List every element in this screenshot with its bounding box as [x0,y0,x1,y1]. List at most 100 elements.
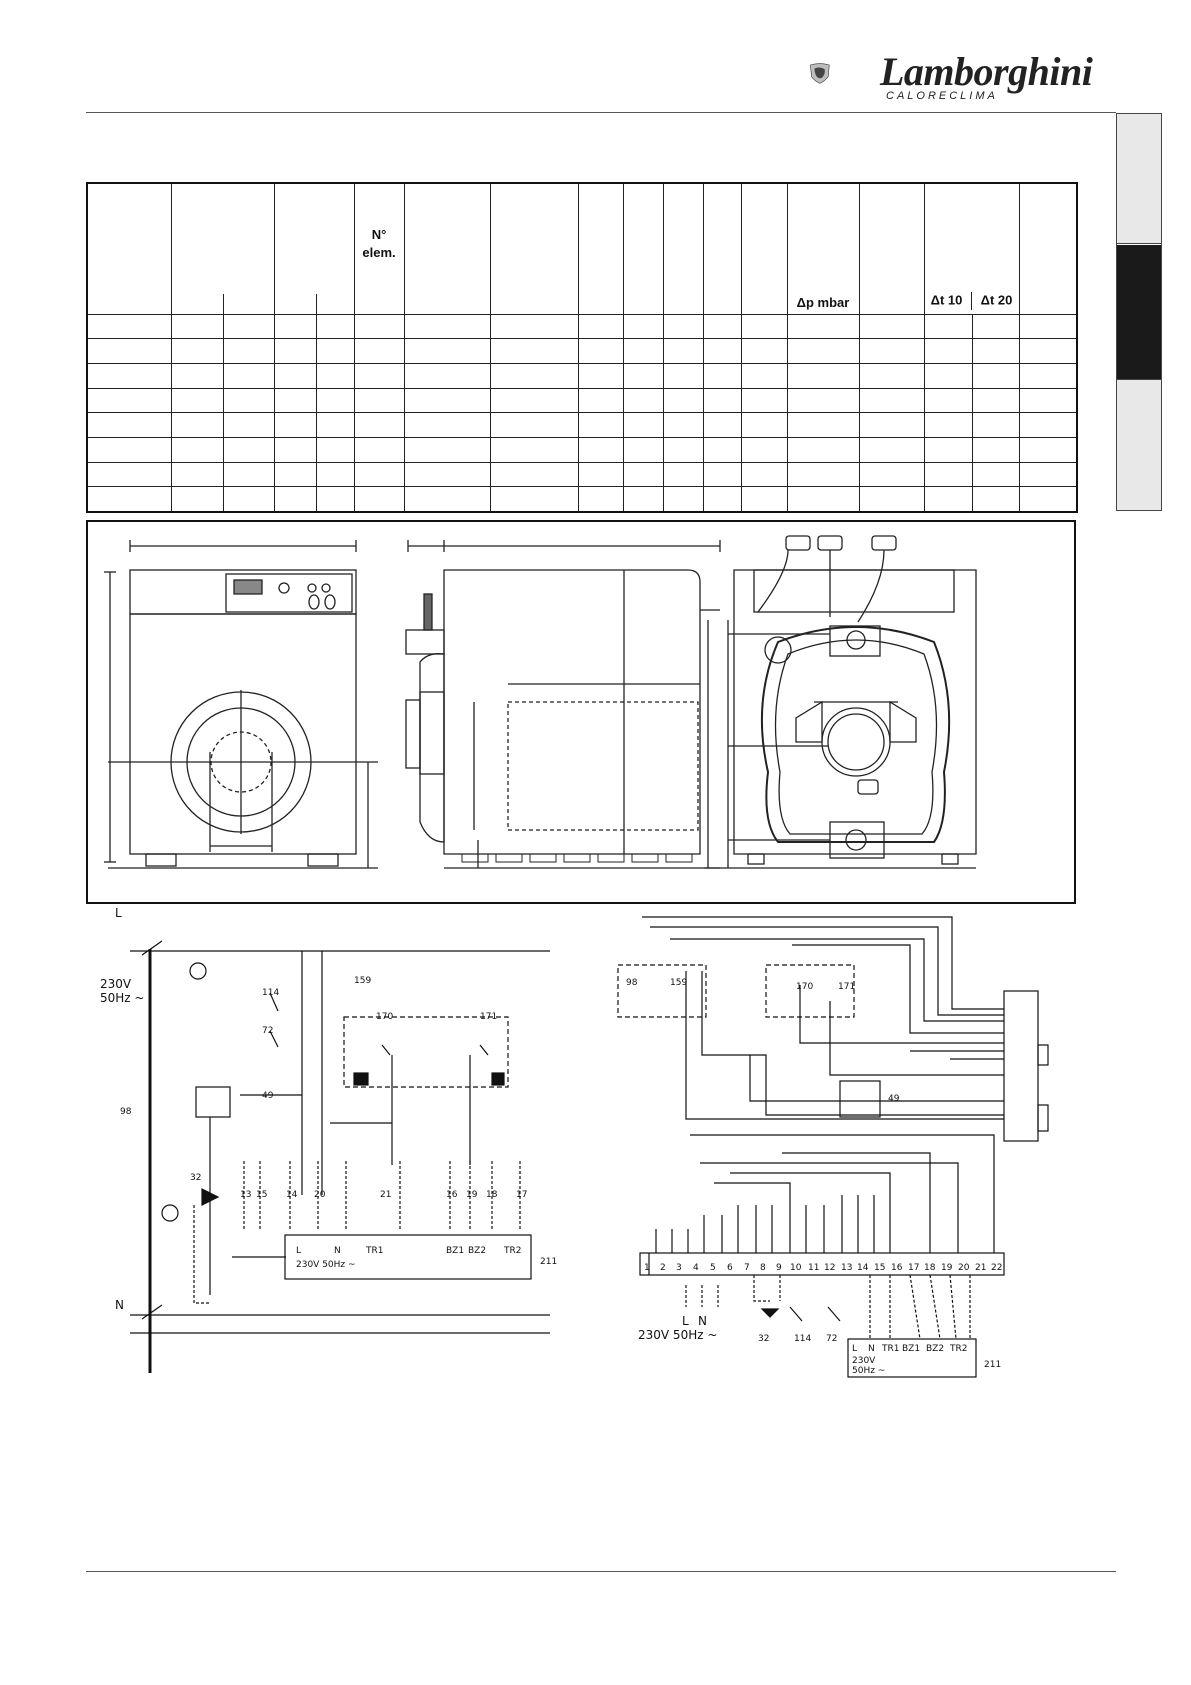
wiring-diagrams: L 230V 50Hz ~ N L N TR1 BZ1 BZ2 TR2 230V… [100,906,1049,1378]
left-terminal-N: N [115,1298,124,1312]
table-cell [353,362,405,389]
table-cell [273,412,317,438]
right-terminal-number: 19 [941,1263,953,1273]
table-cell [971,436,1020,463]
table-cell [858,387,925,414]
table-cell [273,362,317,389]
table-cell [222,486,275,512]
right-callout-171: 171 [838,982,855,992]
left-voltage: 230V [100,977,132,991]
table-cell [662,362,704,389]
table-cell [577,313,624,340]
section-tab-1[interactable] [1117,114,1161,244]
table-cell [273,486,317,512]
right-terminal-number: 3 [676,1263,682,1273]
left-strip-label-N: N [334,1246,341,1256]
section-tab-2-active[interactable] [1117,245,1161,379]
table-row [86,461,1078,488]
table-cell [971,313,1020,340]
header-cell [1018,182,1078,315]
right-callout-98: 98 [626,978,638,988]
table-cell [786,436,860,463]
table-cell [86,461,172,488]
table-cell [222,387,275,414]
table-cell [858,436,925,463]
table-cell [1018,338,1078,364]
right-strip-label-TR1: TR1 [881,1344,899,1354]
header-dt10: Δt 10 [930,291,963,307]
table-cell [858,461,925,488]
brand-logo-shield [810,63,830,84]
table-cell [622,412,664,438]
table-cell [1018,412,1078,438]
rear-view [704,535,977,869]
table-cell [222,412,275,438]
table-cell [86,412,172,438]
table-cell [662,387,704,414]
table-cell [86,436,172,463]
table-cell [403,436,491,463]
table-cell [222,461,275,488]
table-cell [622,461,664,488]
left-terminal-number: 15 [256,1190,267,1200]
table-cell [786,461,860,488]
table-cell [170,338,224,364]
table-cell [702,387,742,414]
table-cell [702,338,742,364]
table-cell [315,436,355,463]
right-callout-211: 211 [984,1360,1001,1370]
table-cell [315,362,355,389]
table-cell [403,313,491,340]
table-row [86,362,1078,389]
table-cell [702,436,742,463]
right-terminal-number: 13 [841,1263,852,1273]
right-strip-label-BZ2: BZ2 [926,1344,944,1354]
table-cell [489,362,579,389]
table-cell [222,436,275,463]
table-cell [577,387,624,414]
table-cell [170,486,224,512]
table-cell [353,436,405,463]
right-strip-label-N: N [868,1344,875,1354]
table-cell [577,362,624,389]
right-strip-frequency: 50Hz ~ [852,1366,885,1376]
right-callout-72: 72 [826,1334,837,1344]
left-callout-211: 211 [540,1257,557,1267]
table-cell [1018,486,1078,512]
table-cell [622,313,664,340]
right-terminal-number: 12 [824,1263,835,1273]
left-terminal-number: 13 [240,1190,251,1200]
table-cell [662,412,704,438]
table-cell [86,362,172,389]
left-terminal-number: 19 [466,1190,478,1200]
table-cell [273,436,317,463]
left-frequency: 50Hz ~ [100,991,144,1005]
table-cell [740,338,788,364]
section-tab-3[interactable] [1117,379,1161,510]
header-cell [489,182,579,315]
table-cell [403,338,491,364]
table-cell [971,362,1020,389]
left-callout-32: 32 [190,1173,201,1183]
table-cell [1018,313,1078,340]
left-terminal-number: 18 [486,1190,498,1200]
table-cell [86,338,172,364]
table-cell [86,486,172,512]
table-cell [489,412,579,438]
right-strip-label-BZ1: BZ1 [902,1344,920,1354]
table-cell [923,313,973,340]
table-cell [577,412,624,438]
table-cell [1018,461,1078,488]
header-cell [662,182,704,315]
header-cell [170,182,275,315]
table-cell [858,486,925,512]
table-cell [923,338,973,364]
left-terminal-L: L [115,906,122,920]
right-callout-170: 170 [796,982,813,992]
table-cell [273,387,317,414]
right-terminal-number: 1 [644,1263,650,1273]
left-callout-98: 98 [120,1107,132,1117]
table-cell [858,313,925,340]
wiring-left-labels: L 230V 50Hz ~ N L N TR1 BZ1 BZ2 TR2 230V… [100,906,557,1312]
table-cell [403,486,491,512]
